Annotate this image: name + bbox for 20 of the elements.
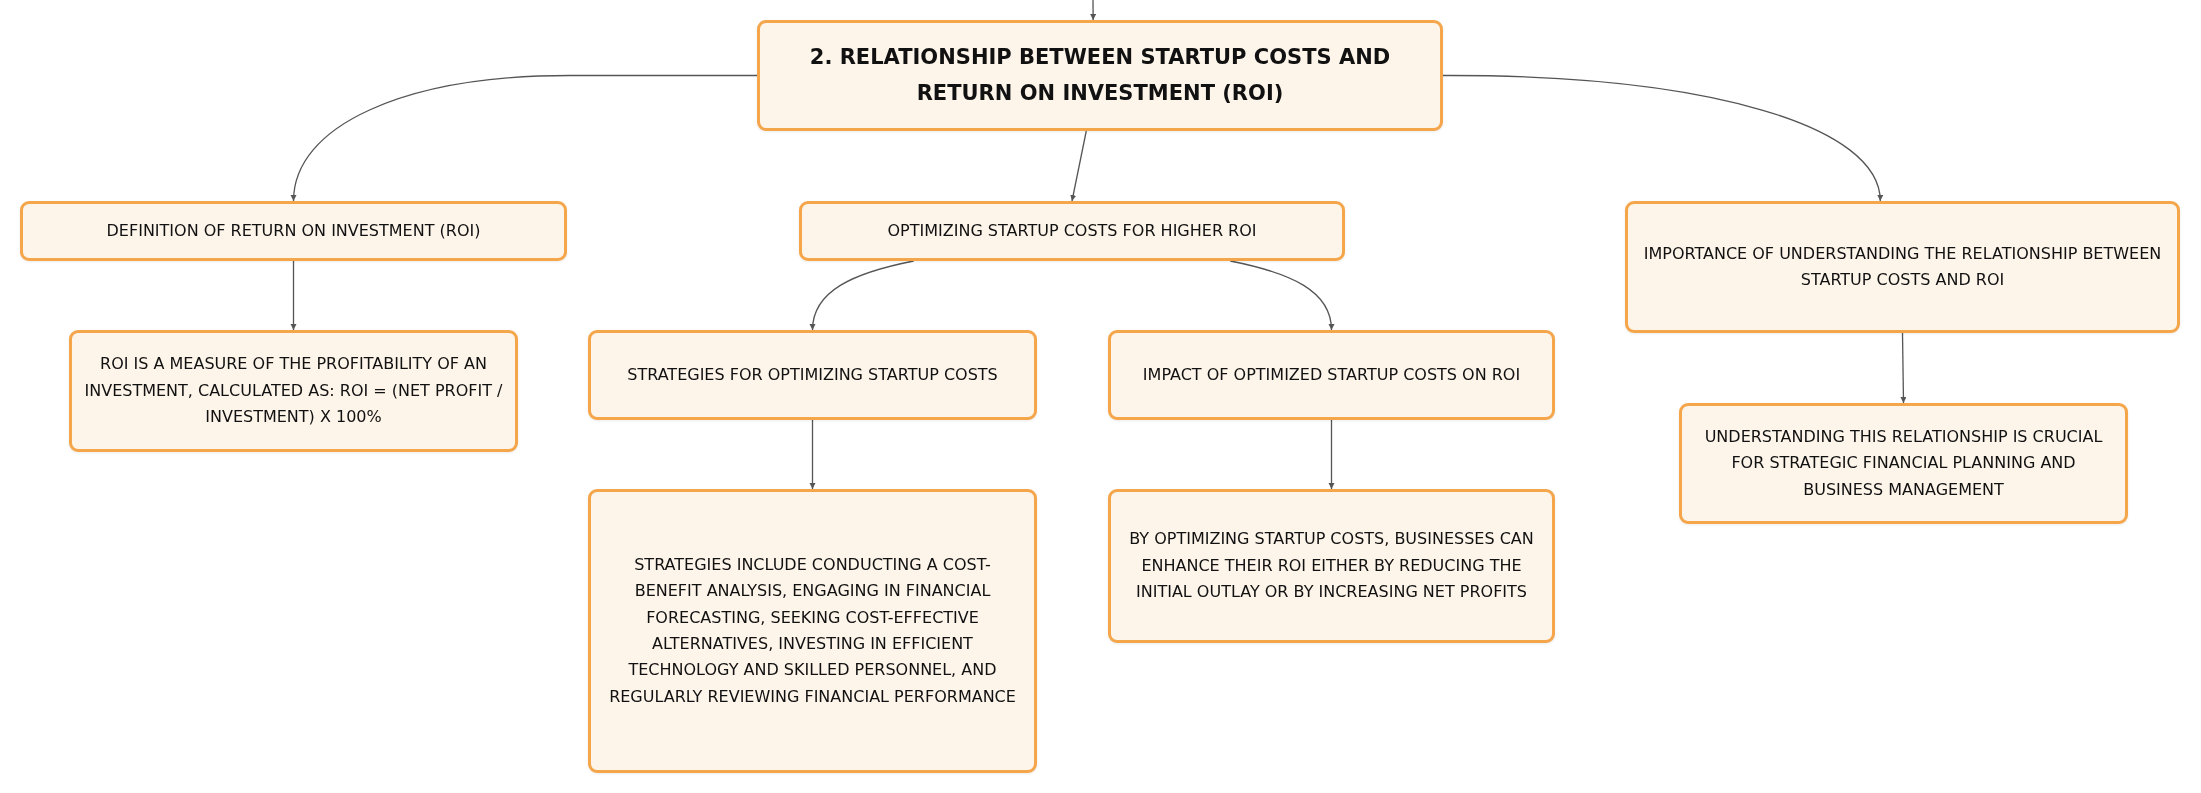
topic-box: 2. RELATIONSHIP BETWEEN STARTUP COSTS AND RETURN ON INVESTMENT (ROI) [757, 20, 1443, 131]
concept-box: IMPACT OF OPTIMIZED STARTUP COSTS ON ROI [1108, 330, 1555, 420]
connector-arrow [809, 419, 816, 490]
connector-arrow [810, 260, 915, 331]
connector-arrow [1442, 74, 1883, 202]
connector-arrow [1070, 130, 1087, 202]
concept-box: OPTIMIZING STARTUP COSTS FOR HIGHER ROI [799, 201, 1345, 261]
concept-box: DEFINITION OF RETURN ON INVESTMENT (ROI) [20, 201, 567, 261]
concept-box: STRATEGIES INCLUDE CONDUCTING A COST-BENEFIT ANALYSIS, ENGAGING IN FINANCIAL FORECASTING, SEEKING COST-EFFECTIVE ALTERNATIVES, INVESTING IN EFFICIENT TECHNOLOGY AND SKILLED PERSONNEL, AND REGULARLY REVIEWING FINANCIAL PERFORMANCE [588, 489, 1037, 773]
concept-box: IMPORTANCE OF UNDERSTANDING THE RELATIONSHIP BETWEEN STARTUP COSTS AND ROI [1625, 201, 2180, 333]
connector-arrow [1229, 260, 1334, 331]
connector-arrow [1090, 0, 1097, 21]
connector-arrow [290, 260, 297, 331]
concept-box: UNDERSTANDING THIS RELATIONSHIP IS CRUCIAL FOR STRATEGIC FINANCIAL PLANNING AND BUSINESS MANAGEMENT [1679, 403, 2128, 524]
concept-box: BY OPTIMIZING STARTUP COSTS, BUSINESSES CAN ENHANCE THEIR ROI EITHER BY REDUCING THE INITIAL OUTLAY OR BY INCREASING NET PROFITS [1108, 489, 1555, 643]
concept-box: ROI IS A MEASURE OF THE PROFITABILITY OF AN INVESTMENT, CALCULATED AS: ROI = (NET PROFIT / INVESTMENT) X 100% [69, 330, 518, 452]
connector-arrow [1900, 332, 1907, 404]
concept-box: STRATEGIES FOR OPTIMIZING STARTUP COSTS [588, 330, 1037, 420]
connector-arrow [1328, 419, 1335, 490]
connector-arrow [291, 74, 758, 202]
